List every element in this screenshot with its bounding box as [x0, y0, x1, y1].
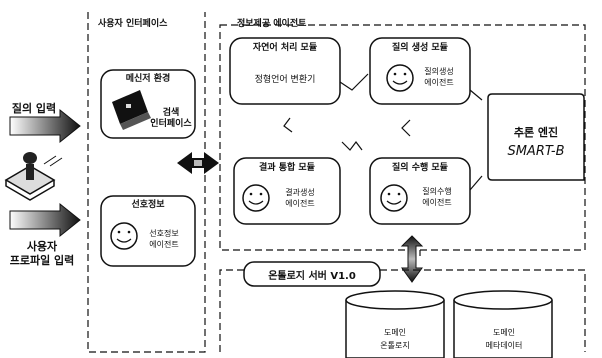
smiley-face-icon: [242, 184, 270, 212]
ontology-server-region: [219, 269, 586, 352]
ontology-server-label-box: [243, 261, 381, 287]
preference-agent-label: 선호정보 에이전트: [149, 229, 179, 249]
result-agent-label: 결과생성 에이전트: [285, 188, 315, 208]
query-exec-agent-label: 질의수행 에이전트: [422, 187, 452, 207]
preference-info-label: 선호정보: [118, 197, 178, 210]
inference-engine-box: [487, 93, 585, 181]
ontology-server-label: 온톨로지 서버 V1.0: [268, 271, 356, 282]
query-gen-agent-label: 질의생성 에이전트: [424, 67, 454, 87]
engine-title-label: 추론 엔진: [513, 126, 559, 139]
messenger-env-label: 메신저 환경: [115, 71, 181, 84]
info-agent-label: 정보제공 에이전트: [237, 19, 307, 29]
user-interface-region: [87, 12, 206, 353]
double-arrow-icon: [177, 152, 219, 174]
engine-name-label: SMART-B: [507, 144, 565, 159]
query-exec-module-label: 질의 수행 모듈: [392, 163, 448, 173]
query-input-label: 질의 입력: [11, 102, 57, 115]
nlp-module-label: 자연어 처리 모듈: [252, 43, 318, 53]
smiley-face-icon: [110, 222, 138, 250]
query-gen-module-label: 질의 생성 모듈: [392, 43, 448, 53]
query-input-arrow: [9, 108, 81, 144]
info-agent-region: [219, 24, 586, 251]
search-interface-label: 검색 인터페이스: [150, 108, 192, 129]
user-profile-input-label: 사용자 프로파일 입력: [9, 240, 75, 267]
user-interface-label: 사용자 인터페이스: [98, 19, 168, 29]
smiley-face-icon: [380, 184, 408, 212]
result-module-label: 결과 통합 모듈: [259, 163, 315, 173]
database-cylinder-icon: [345, 290, 445, 358]
nlp-module-box: [229, 37, 341, 105]
domain-metadata-label: 도메인 메타데이터: [485, 328, 523, 350]
nlp-text-label: 정형언어 변환기: [254, 75, 316, 85]
database-cylinder-icon: [453, 290, 553, 358]
double-arrow-icon: [400, 235, 424, 283]
flow-connectors: [283, 73, 483, 256]
user-figure-icon: [4, 152, 63, 201]
domain-ontology-label: 도메인 온톨로지: [380, 328, 410, 350]
computer-icon: [112, 90, 151, 130]
smiley-face-icon: [386, 64, 414, 92]
profile-input-arrow: [9, 202, 81, 238]
